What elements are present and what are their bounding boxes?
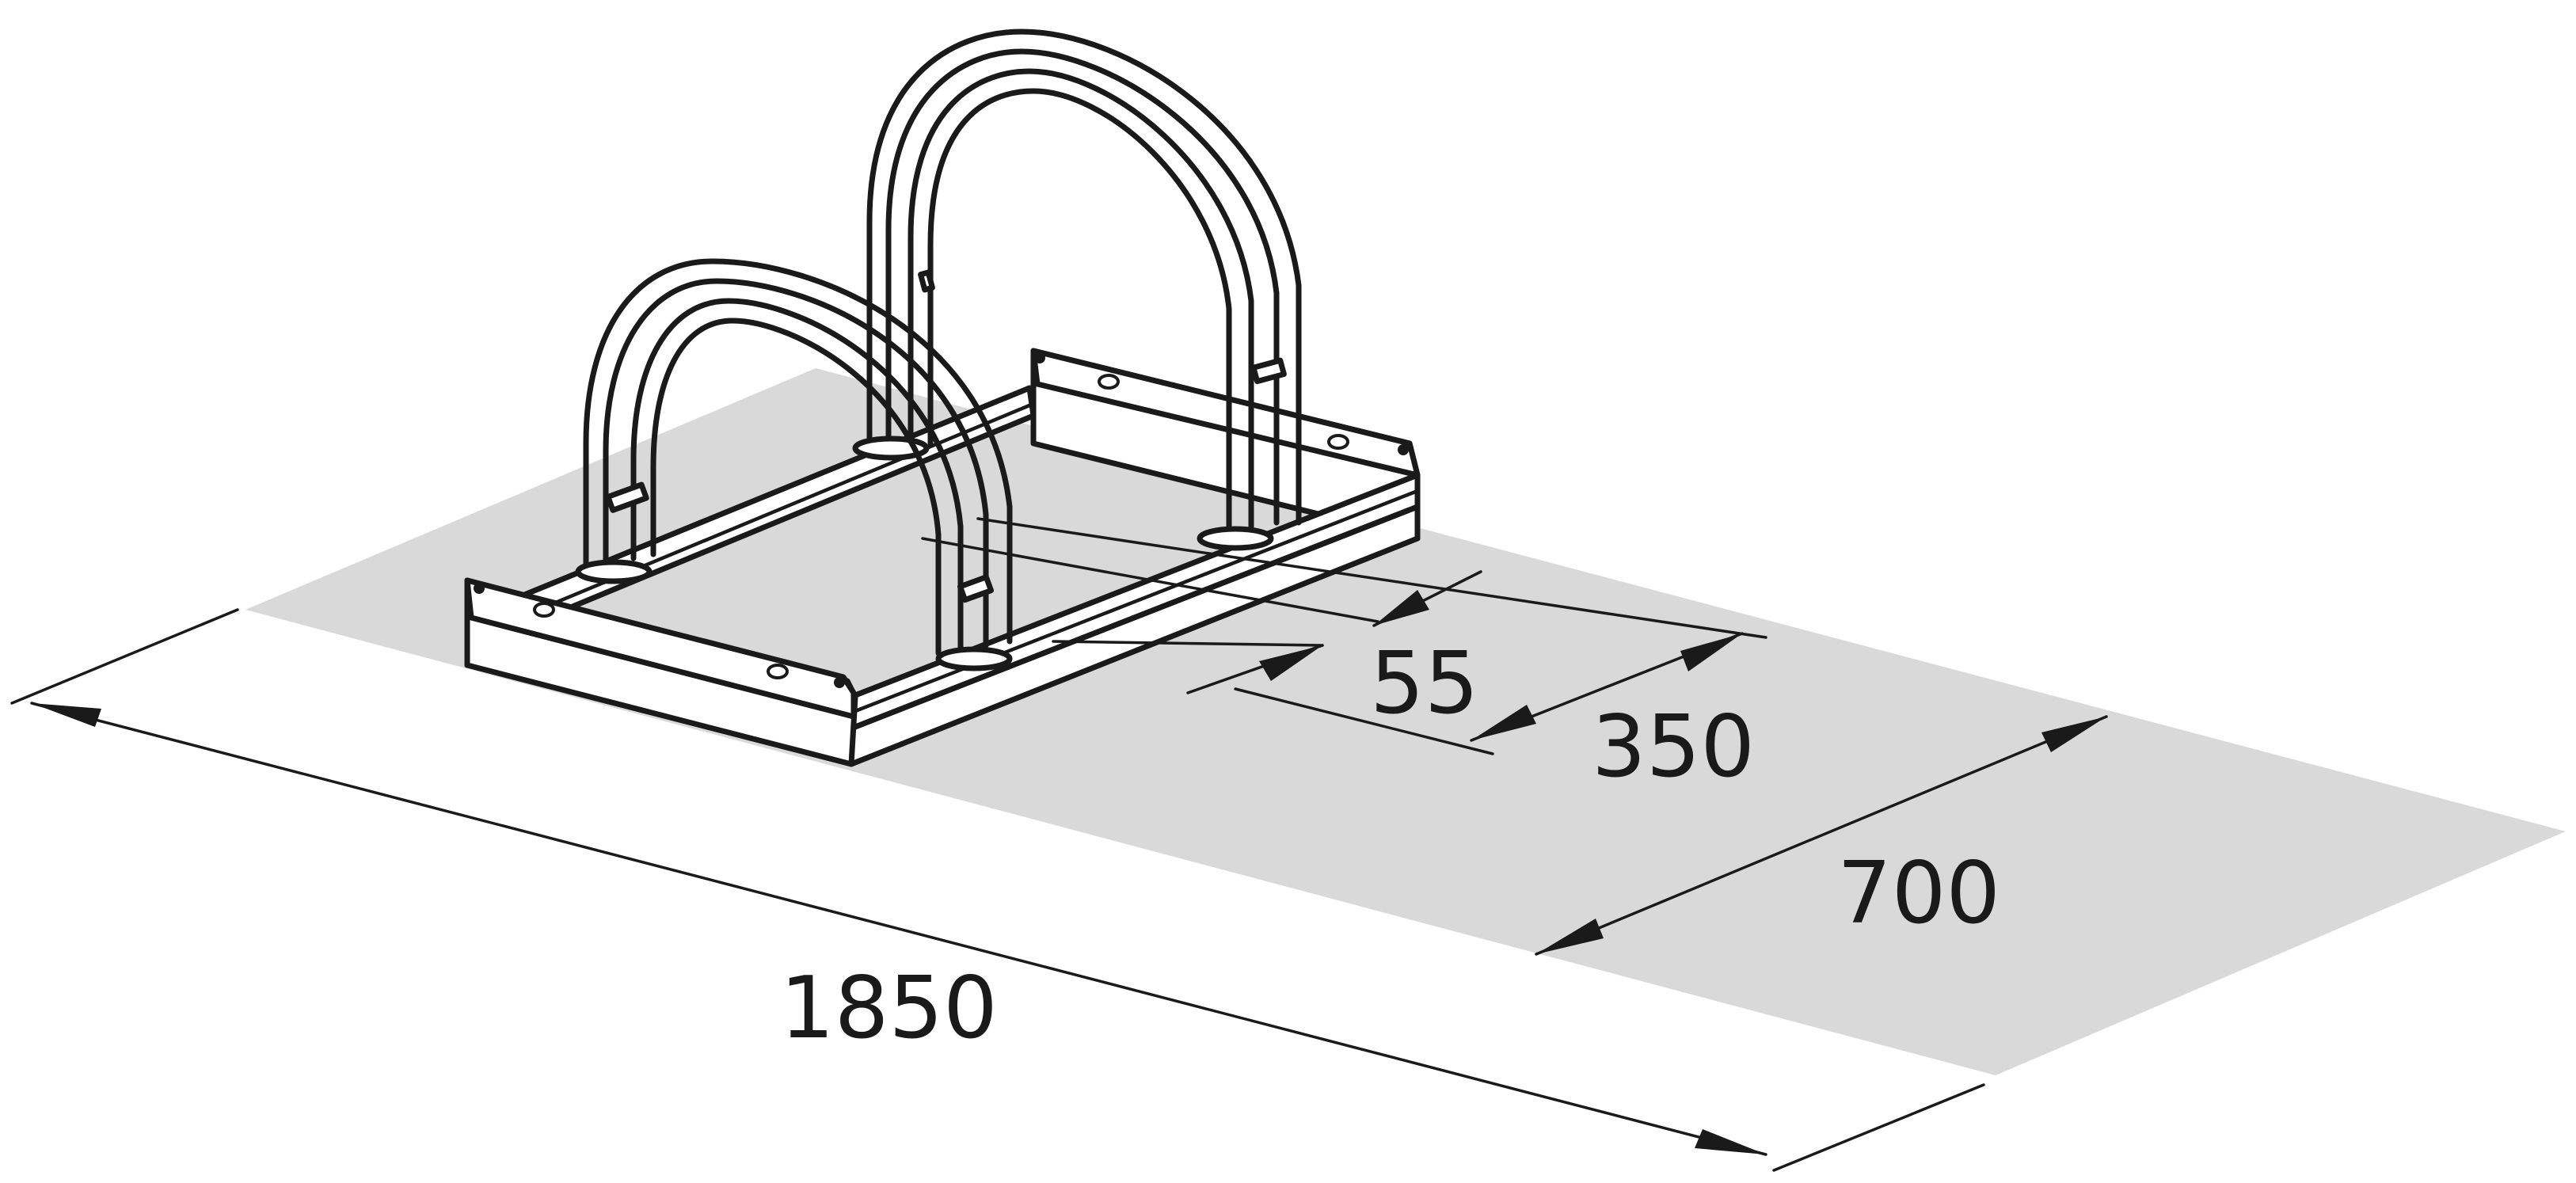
bike-rack <box>464 29 1421 767</box>
rear-hoop <box>852 29 1302 551</box>
width-label: 700 <box>1837 844 2000 943</box>
length-label: 1850 <box>780 959 998 1058</box>
front-end-plate <box>464 577 858 767</box>
dimension-700: 700 <box>1535 715 2108 956</box>
dimension-55: 55 <box>921 537 1482 733</box>
dimensions: 1850 700 350 55 <box>10 517 2108 1172</box>
dimension-350: 350 <box>976 517 1767 797</box>
spacing-label: 350 <box>1592 698 1755 797</box>
dimension-1850: 1850 <box>10 608 1985 1172</box>
front-hoop <box>575 258 1013 671</box>
tube-label: 55 <box>1370 634 1478 733</box>
floor-area <box>245 368 2566 1075</box>
